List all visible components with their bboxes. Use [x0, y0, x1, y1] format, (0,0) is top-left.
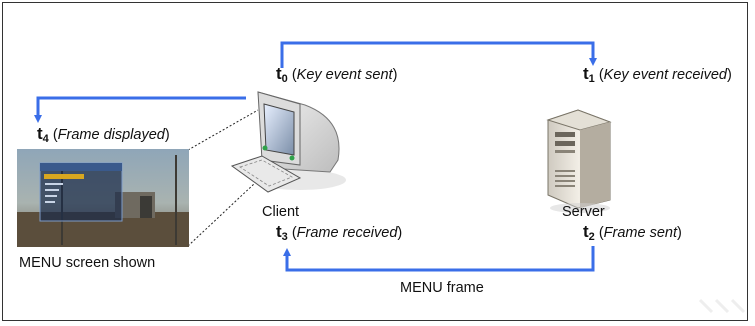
- client-computer-icon: [230, 91, 346, 193]
- corner-decoration: [698, 298, 746, 314]
- menu-screenshot: [17, 149, 189, 247]
- menu-screen-caption: MENU screen shown: [19, 255, 156, 271]
- label-t0: t0 (Key event sent): [276, 64, 398, 85]
- server-icon: [546, 109, 612, 213]
- arrow-frame-display: [34, 96, 246, 123]
- label-t3: t3 (Frame received): [276, 222, 403, 243]
- arrow-key-event: [280, 41, 597, 68]
- label-t1: t1 (Key event received): [583, 64, 732, 85]
- label-t2: t2 (Frame sent): [583, 222, 682, 243]
- server-label: Server: [562, 204, 605, 220]
- menu-frame-label: MENU frame: [400, 280, 484, 296]
- client-label: Client: [262, 204, 300, 220]
- arrow-menu-frame: [283, 246, 595, 272]
- label-t4: t4 (Frame displayed): [37, 124, 170, 145]
